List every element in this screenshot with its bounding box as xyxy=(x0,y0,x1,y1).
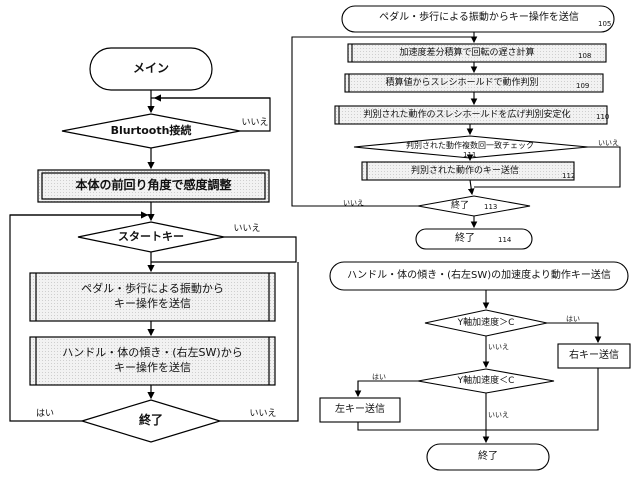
right-key-send xyxy=(557,343,631,369)
handle-title-terminal xyxy=(329,261,629,291)
left-key-send xyxy=(319,397,401,423)
step2-number: 109 xyxy=(576,82,590,90)
cond1-yes-label: はい xyxy=(566,315,580,323)
cond-less-decision xyxy=(417,368,555,394)
end-no-label: いいえ xyxy=(249,408,277,419)
pedal-end-label: 終了 xyxy=(455,233,475,245)
main-label: メイン xyxy=(132,61,169,76)
send-key-number: 112 xyxy=(562,172,576,180)
handle-process xyxy=(29,336,276,386)
cond2-yes-label: はい xyxy=(372,373,386,381)
pedal-end-decision xyxy=(417,195,531,217)
pedal-line1: ペダル・歩行による振動から xyxy=(81,282,224,296)
pedal-end-decision-label: 終了 xyxy=(450,200,469,211)
step-stabilize xyxy=(334,105,608,125)
handle-end-terminal xyxy=(426,443,550,471)
step1-number: 108 xyxy=(578,52,592,60)
bluetooth-label: Blurtooth接続 xyxy=(110,123,192,137)
send-key-label: 判別された動作のキー送信 xyxy=(410,165,519,176)
handle-process-text: ハンドル・体の傾き・(右左SW)から キー操作を送信 xyxy=(36,340,269,382)
step2-label: 積算値からスレシホールドで動作判別 xyxy=(385,77,539,88)
step3-number: 110 xyxy=(596,113,610,121)
start-label: スタートキー xyxy=(118,229,184,243)
pedal-title-number: 105 xyxy=(598,20,612,28)
cond1-no-label: いいえ xyxy=(488,343,509,351)
start-no-label: いいえ xyxy=(233,223,261,234)
angle-process xyxy=(37,169,270,203)
end-yes-label: はい xyxy=(35,408,54,419)
pedal-process xyxy=(29,272,276,322)
cond2-label: Y軸加速度＜C xyxy=(457,375,515,386)
bluetooth-no-label: いいえ xyxy=(241,117,269,128)
angle-label: 本体の前回り角度で感度調整 xyxy=(75,178,232,193)
right-send-label: 右キー送信 xyxy=(569,350,619,362)
pedal-line2: キー操作を送信 xyxy=(114,297,191,310)
handle-end-label: 終了 xyxy=(478,451,498,463)
cond2-no-label: いいえ xyxy=(488,411,509,419)
step-accumulate xyxy=(347,43,607,63)
handle-line1: ハンドル・体の傾き・(右左SW)から xyxy=(62,346,243,360)
handle-line2: キー操作を送信 xyxy=(114,361,191,374)
pedal-end-decision-no-label: いいえ xyxy=(343,199,364,207)
match-check-no-label: いいえ xyxy=(598,139,619,147)
handle-title-label: ハンドル・体の傾き・(右左SW)の加速度より動作キー送信 xyxy=(347,270,611,282)
step-send-key xyxy=(361,161,575,181)
step3-label: 判別された動作のスレシホールドを広げ判別安定化 xyxy=(363,109,571,120)
pedal-end-terminal xyxy=(415,228,533,250)
pedal-title-label: ペダル・歩行による振動からキー操作を送信 xyxy=(379,12,579,24)
match-check-label: 判別された動作複数回一致チェック xyxy=(406,141,534,151)
left-send-label: 左キー送信 xyxy=(335,404,385,416)
cond1-label: Y軸加速度＞C xyxy=(457,317,515,328)
pedal-process-text: ペダル・歩行による振動から キー操作を送信 xyxy=(36,276,269,318)
step1-label: 加速度差分積算で回転の遅さ計算 xyxy=(399,47,535,58)
pedal-end-number: 114 xyxy=(498,236,512,244)
match-check-number: 111 xyxy=(463,151,477,159)
end-label: 終了 xyxy=(138,413,163,428)
pedal-title-terminal xyxy=(341,5,615,33)
pedal-end-decision-number: 113 xyxy=(484,203,498,211)
